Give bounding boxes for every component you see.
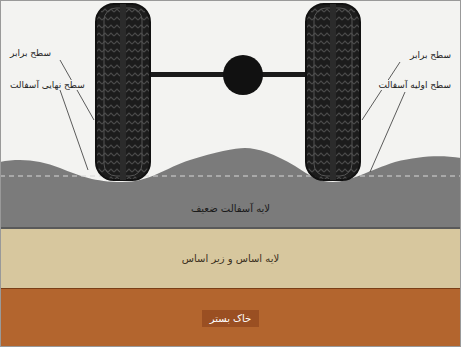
layer-band: خاک بستر <box>0 290 461 346</box>
tire <box>96 4 150 180</box>
layer-line <box>0 227 461 229</box>
surface-label: سطح اولیه آسفالت <box>376 80 453 90</box>
surface-label: سطح نهایی آسفالت <box>8 80 87 90</box>
asphalt-layer <box>0 148 461 228</box>
layer-label: خاک بستر <box>202 310 260 327</box>
original-surface-line <box>0 175 461 176</box>
leader-line <box>370 92 405 172</box>
surface-label: سطح برابر <box>8 48 53 58</box>
leader-line <box>60 90 88 170</box>
layer-band: لایه اساس و زیر اساس <box>0 229 461 287</box>
differential <box>223 55 263 95</box>
subgrade-layer <box>0 288 461 347</box>
surface-label: سطح برابر <box>408 50 453 60</box>
layer-label: لایه اساس و زیر اساس <box>182 253 279 264</box>
leader-line <box>60 60 94 120</box>
tire <box>306 4 360 180</box>
layer-label: لایه آسفالت ضعیف <box>191 203 270 214</box>
leader-line <box>362 62 400 120</box>
base-layer <box>0 226 461 288</box>
layer-band: لایه آسفالت ضعیف <box>0 190 461 226</box>
tire-groove <box>120 4 126 180</box>
tire-groove <box>330 4 336 180</box>
